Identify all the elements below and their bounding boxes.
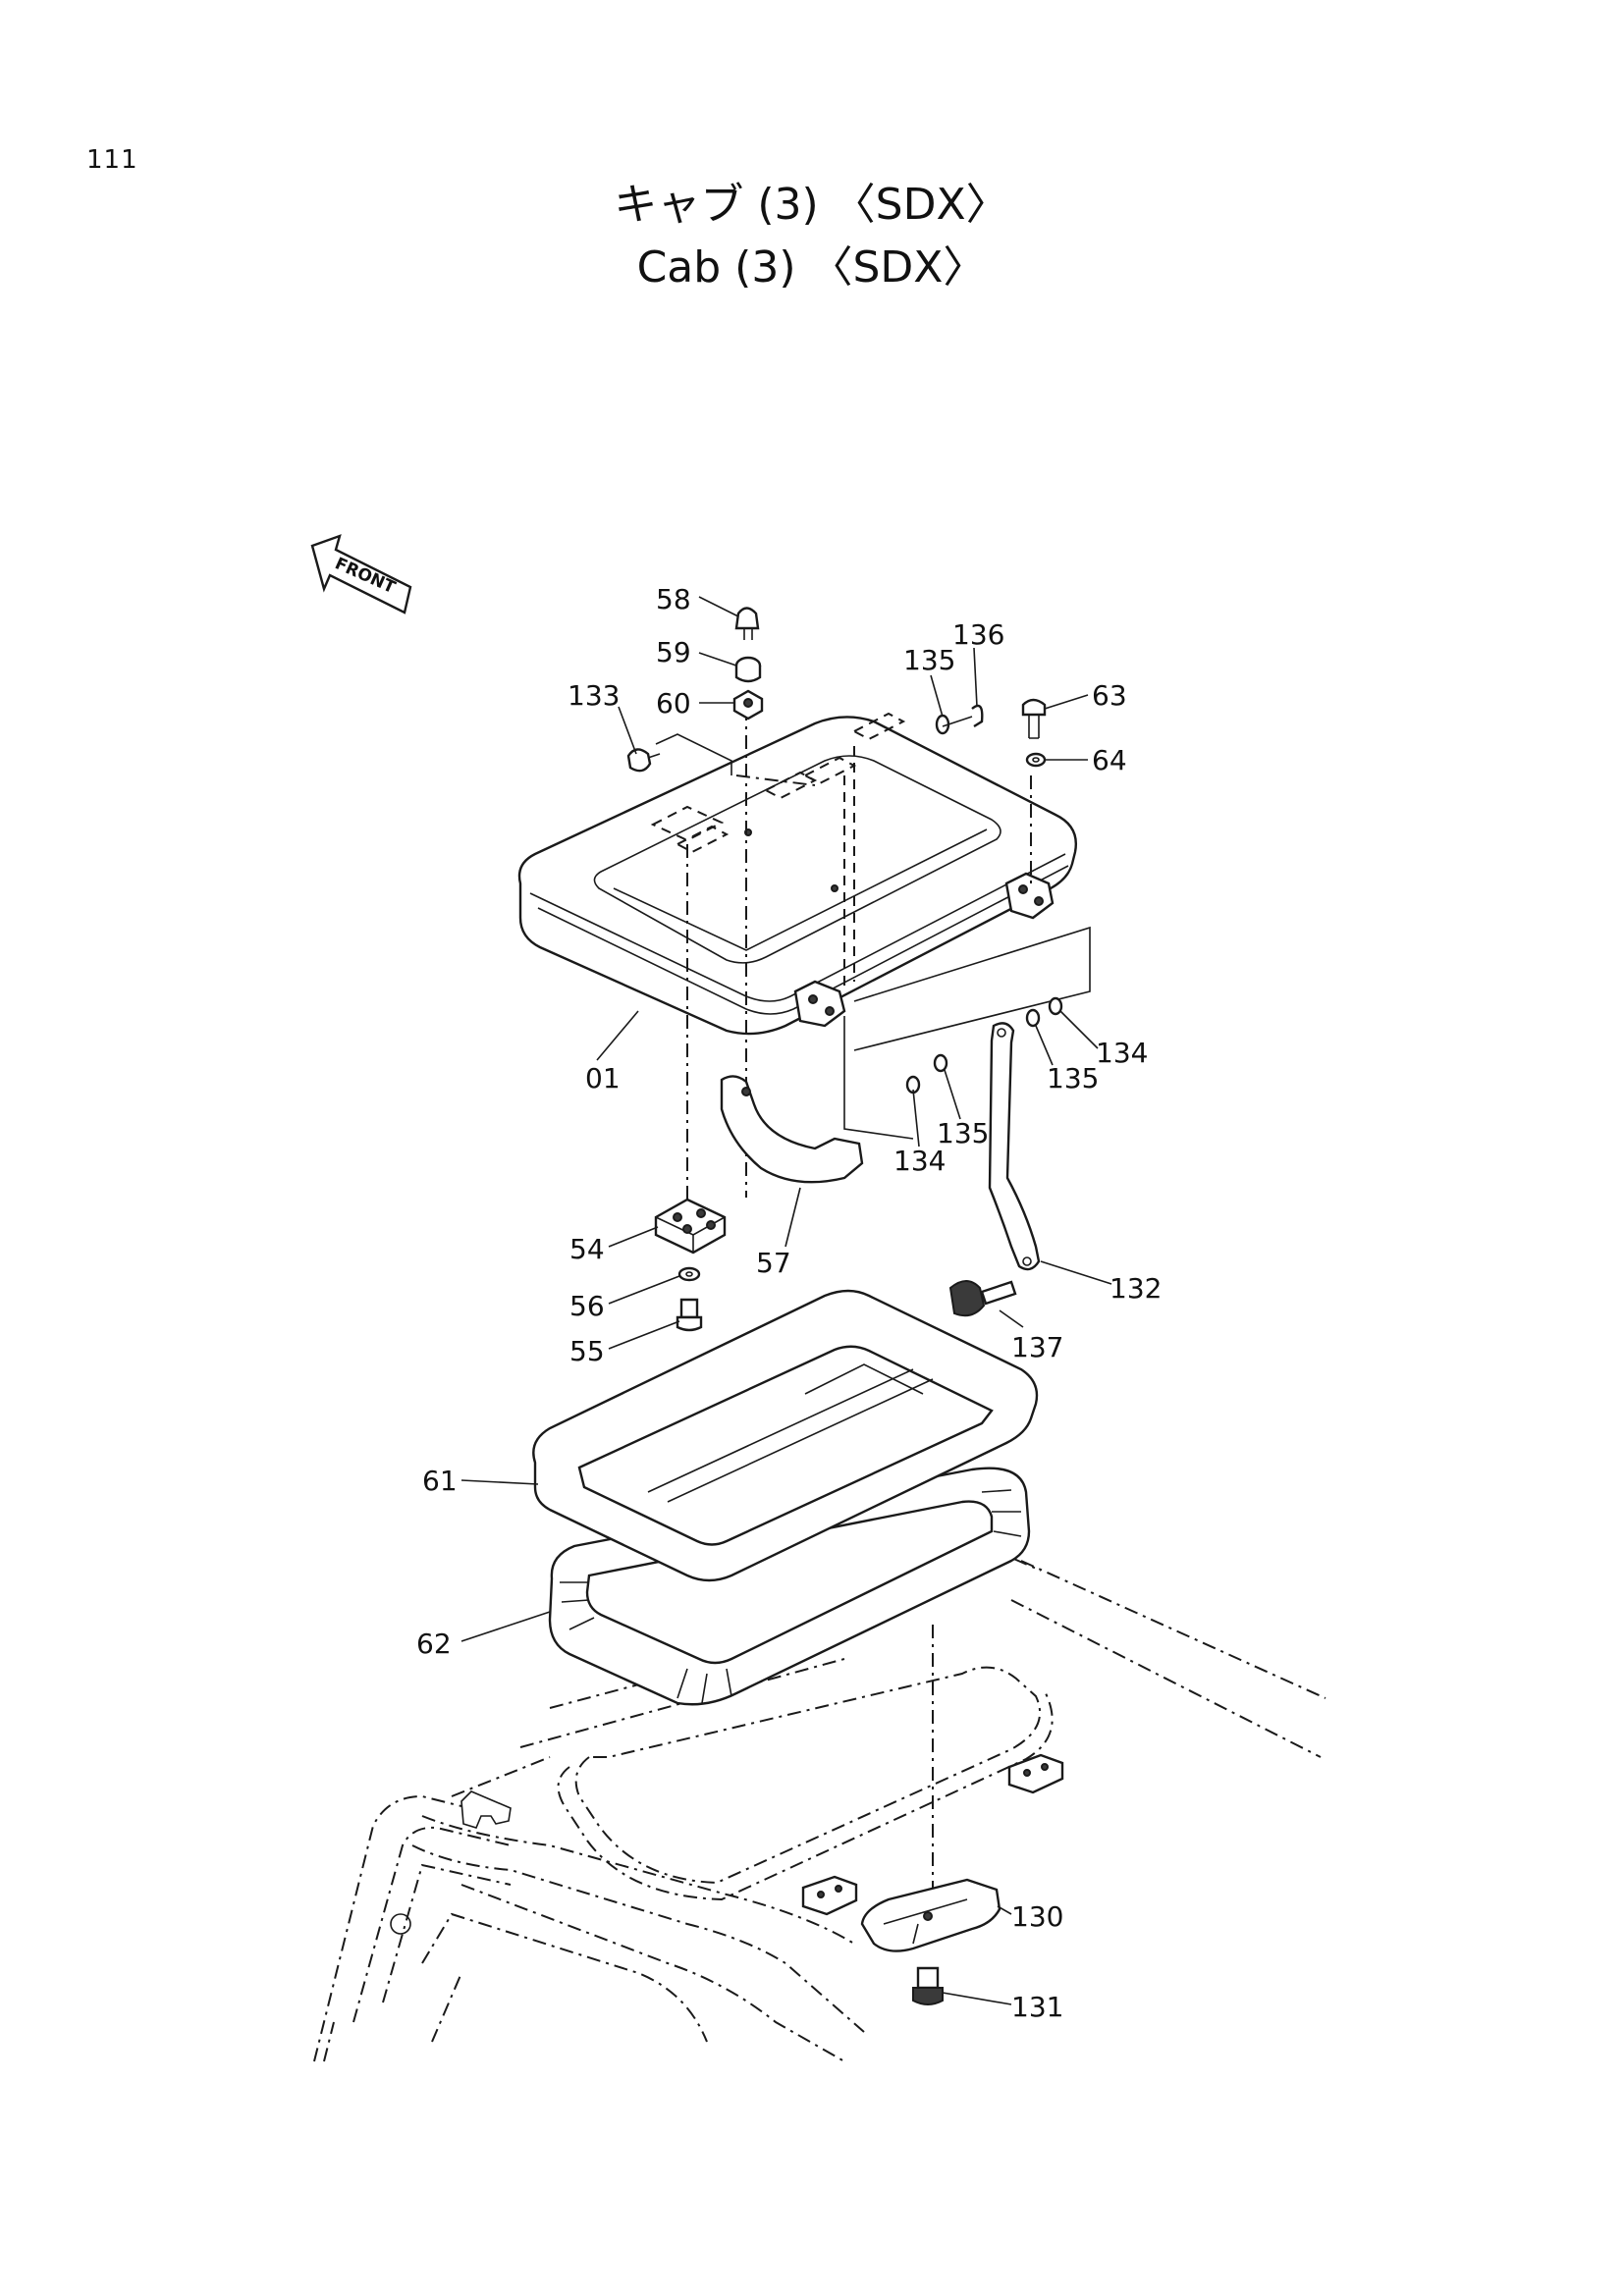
knob-58 — [734, 607, 760, 640]
bolt-133-leader-frame — [655, 733, 732, 775]
front-arrow-icon: FRONT — [310, 534, 412, 614]
callout-55: 55 — [569, 1335, 605, 1367]
callout-56: 56 — [569, 1290, 605, 1322]
callout-133: 133 — [568, 679, 620, 712]
callout-131: 131 — [1011, 1991, 1063, 2023]
callout-134-right: 134 — [1096, 1037, 1148, 1069]
callout-136: 136 — [952, 618, 1004, 651]
front-label: FRONT — [332, 554, 399, 598]
nut-60 — [732, 689, 764, 721]
callout-60: 60 — [656, 687, 691, 720]
knob-137 — [948, 1280, 1017, 1317]
callout-130: 130 — [1011, 1900, 1063, 1933]
callout-59: 59 — [656, 636, 691, 668]
seal-62 — [548, 1467, 1031, 1706]
washer-59 — [734, 656, 762, 683]
clip-136 — [942, 704, 984, 728]
leader-lines — [460, 596, 1112, 2005]
title-english: Cab (3) 〈SDX〉 — [636, 242, 987, 293]
bracket-130 — [860, 1878, 1001, 1952]
hinge-lower-outline — [843, 1016, 914, 1140]
callout-134-mid: 134 — [893, 1145, 946, 1177]
callout-135-mid: 135 — [937, 1117, 989, 1149]
callout-61: 61 — [422, 1465, 458, 1497]
callout-137: 137 — [1011, 1331, 1063, 1363]
seal-61 — [532, 1289, 1039, 1582]
washers-134-135-right — [905, 996, 1063, 1095]
callout-135-top: 135 — [903, 644, 955, 676]
callout-54: 54 — [569, 1233, 605, 1265]
hinge-bracket-outline — [853, 926, 1091, 1051]
callout-labels: 58 59 60 133 135 136 63 64 01 134 135 13… — [416, 583, 1162, 2023]
bolt-131 — [912, 1966, 944, 2005]
title-japanese: キャブ (3) 〈SDX〉 — [614, 180, 1009, 230]
page-number: 111 — [86, 145, 138, 175]
bolt-55 — [676, 1298, 703, 1332]
bolt-133 — [626, 748, 661, 773]
callout-63: 63 — [1092, 679, 1127, 712]
callout-57: 57 — [756, 1247, 791, 1279]
bracket-54 — [654, 1198, 727, 1255]
washer-56 — [677, 1266, 701, 1282]
callout-135-right: 135 — [1047, 1062, 1099, 1095]
callout-01: 01 — [585, 1062, 621, 1095]
stay-132 — [988, 1022, 1041, 1271]
callout-64: 64 — [1092, 744, 1127, 776]
handle-57 — [720, 1075, 864, 1184]
washer-64 — [1025, 752, 1047, 768]
callout-58: 58 — [656, 583, 691, 615]
roof-hatch-01 — [517, 712, 1077, 1036]
bolt-63 — [1021, 698, 1047, 739]
callout-62: 62 — [416, 1628, 452, 1660]
callout-132: 132 — [1109, 1272, 1162, 1305]
